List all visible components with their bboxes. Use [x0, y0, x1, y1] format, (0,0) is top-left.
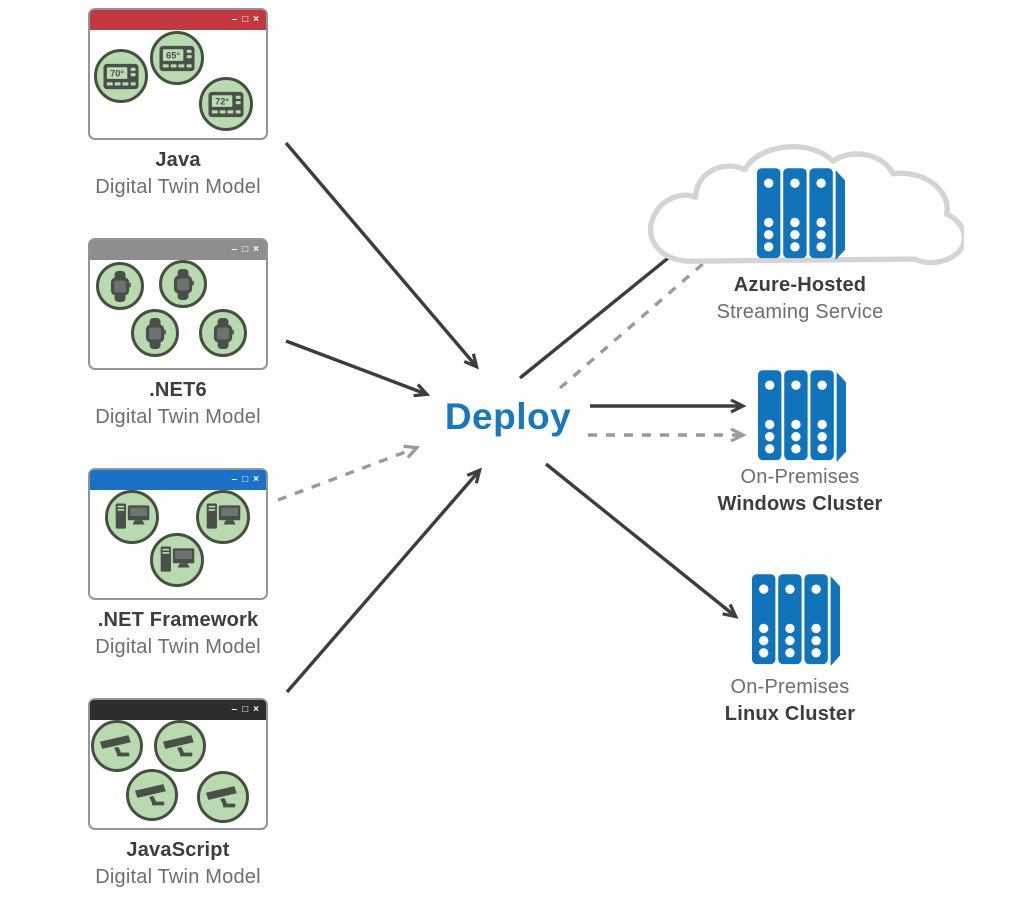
target-subtitle: Streaming Service: [716, 301, 884, 323]
close-icon: ×: [253, 704, 259, 715]
window-netframework-model: – □ ×: [88, 468, 268, 600]
target-title: Windows Cluster: [717, 493, 883, 515]
minimize-icon: –: [231, 474, 238, 485]
thermostat-reading: 65°: [166, 50, 180, 60]
server-rack-icon: [757, 168, 845, 260]
maximize-icon: □: [242, 704, 249, 715]
titlebar-netframework: – □ ×: [90, 470, 266, 490]
label-net6-model: .NET6 Digital Twin Model: [48, 377, 308, 431]
titlebar-javascript: – □ ×: [90, 700, 266, 720]
device-circle: 72°: [199, 77, 253, 131]
maximize-icon: □: [242, 244, 249, 255]
minimize-icon: –: [231, 704, 238, 715]
device-circle: 65°: [150, 31, 204, 85]
cctv-camera-icon: [162, 735, 194, 757]
window-java-model: – □ × 70°: [88, 8, 268, 140]
device-circle: [96, 262, 144, 310]
window-javascript-model: – □ ×: [88, 698, 268, 830]
label-javascript-model: JavaScript Digital Twin Model: [48, 837, 308, 891]
label-azure-streaming: Azure-Hosted Streaming Service: [650, 272, 950, 326]
arrow-java-to-deploy: [284, 141, 479, 370]
thermostat-icon: 65°: [159, 45, 195, 71]
device-circle: [126, 769, 178, 821]
desktop-computer-icon: [206, 503, 240, 529]
label-windows-cluster: On-Premises Windows Cluster: [650, 464, 950, 518]
source-subtitle: Digital Twin Model: [95, 866, 261, 888]
close-icon: ×: [253, 474, 259, 485]
cctv-camera-icon: [205, 786, 237, 808]
desktop-computer-icon: [160, 546, 194, 572]
close-icon: ×: [253, 14, 259, 25]
device-circle: [91, 720, 143, 772]
minimize-icon: –: [231, 244, 238, 255]
cctv-camera-icon: [134, 784, 166, 806]
source-subtitle: Digital Twin Model: [95, 176, 261, 198]
source-subtitle: Digital Twin Model: [95, 636, 261, 658]
server-rack-icon: [752, 574, 840, 666]
deploy-label: Deploy: [444, 396, 572, 437]
label-netframework-model: .NET Framework Digital Twin Model: [48, 607, 308, 661]
thermostat-icon: 70°: [103, 63, 139, 89]
maximize-icon: □: [242, 14, 249, 25]
cloud-icon: [647, 144, 964, 266]
titlebar-net6: – □ ×: [90, 240, 266, 260]
device-circle: [105, 490, 159, 544]
server-rack-icon: [758, 370, 846, 462]
minimize-icon: –: [231, 14, 238, 25]
arrow-javascript-to-deploy: [285, 467, 483, 694]
label-java-model: Java Digital Twin Model: [48, 147, 308, 201]
device-circle: [154, 720, 206, 772]
close-icon: ×: [253, 244, 259, 255]
thermostat-reading: 70°: [110, 68, 124, 78]
smartwatch-icon: [173, 268, 194, 300]
target-title: Linux Cluster: [724, 703, 856, 725]
device-circle: [196, 490, 250, 544]
device-circle: [197, 771, 249, 823]
smartwatch-icon: [213, 317, 234, 349]
desktop-computer-icon: [115, 503, 149, 529]
device-circle: 70°: [94, 49, 148, 103]
source-title: .NET Framework: [97, 609, 259, 631]
target-title: Azure-Hosted: [733, 274, 867, 296]
target-subtitle: On-Premises: [740, 466, 860, 488]
smartwatch-icon: [110, 270, 131, 302]
device-circle: [199, 309, 247, 357]
source-title: JavaScript: [126, 839, 230, 861]
thermostat-icon: 72°: [208, 91, 244, 117]
smartwatch-icon: [145, 317, 166, 349]
device-circle: [150, 533, 204, 587]
device-circle: [159, 260, 207, 308]
window-net6-model: – □ ×: [88, 238, 268, 370]
maximize-icon: □: [242, 474, 249, 485]
thermostat-reading: 72°: [215, 96, 229, 106]
titlebar-java: – □ ×: [90, 10, 266, 30]
cctv-camera-icon: [99, 735, 131, 757]
target-subtitle: On-Premises: [730, 676, 850, 698]
source-subtitle: Digital Twin Model: [95, 406, 261, 428]
source-title: Java: [155, 149, 201, 171]
device-circle: [131, 309, 179, 357]
label-linux-cluster: On-Premises Linux Cluster: [640, 674, 940, 728]
arrow-netframework-to-deploy-dashed: [277, 444, 421, 502]
source-title: .NET6: [149, 379, 207, 401]
